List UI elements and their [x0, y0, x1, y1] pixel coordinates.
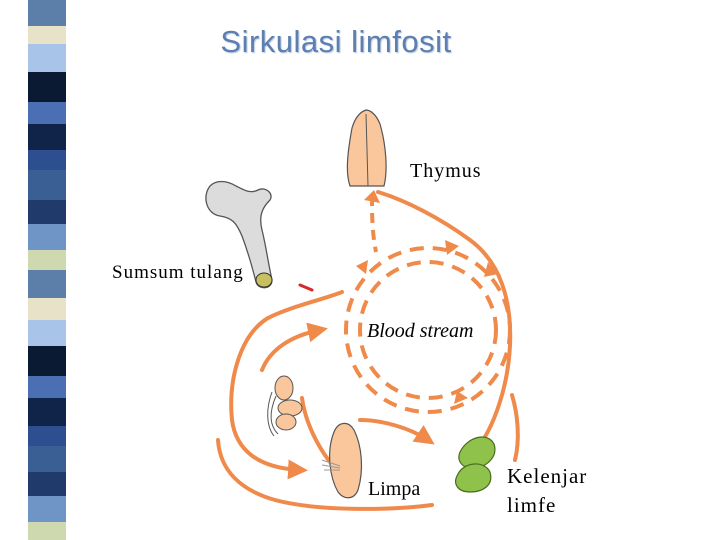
lymph-node-label: Kelenjar limfe	[507, 462, 587, 520]
stripe-block	[28, 44, 66, 72]
bone-marrow-label: Sumsum tulang	[112, 262, 244, 283]
stripe-block	[28, 250, 66, 270]
stripe-block	[28, 26, 66, 44]
stripe-block	[28, 398, 66, 426]
lymph-node-icon	[455, 436, 496, 493]
blood-stream-label: Blood stream	[367, 320, 474, 342]
intestine-icon	[267, 375, 303, 437]
spleen-icon	[321, 422, 363, 499]
blood-stream-arrowheads	[356, 240, 498, 404]
slide-title: Sirkulasi limfosit	[220, 24, 452, 59]
decorative-side-stripe	[28, 0, 66, 540]
stripe-block	[28, 200, 66, 224]
stripe-block	[28, 320, 66, 346]
stripe-block	[28, 102, 66, 124]
spleen-label: Limpa	[368, 478, 421, 500]
stripe-block	[28, 446, 66, 472]
stripe-block	[28, 124, 66, 150]
thymus-to-blood-arrow	[370, 195, 378, 253]
stripe-block	[28, 426, 66, 446]
thymus-label: Thymus	[410, 160, 482, 182]
lymph-node-label-line1: Kelenjar	[507, 464, 588, 488]
bone-marrow-to-blood-arrow	[298, 283, 314, 292]
stripe-block	[28, 522, 66, 540]
stripe-block	[28, 72, 66, 102]
stripe-block	[28, 496, 66, 522]
stripe-block	[28, 298, 66, 320]
stripe-block	[28, 472, 66, 496]
stripe-block	[28, 170, 66, 200]
stripe-block	[28, 0, 66, 26]
stripe-block	[28, 270, 66, 298]
stripe-block	[28, 346, 66, 376]
stripe-block	[28, 224, 66, 250]
thymus-arrowhead	[364, 190, 380, 203]
stripe-block	[28, 150, 66, 170]
bone-icon	[205, 180, 273, 289]
thymus-icon	[346, 109, 387, 187]
stripe-block	[28, 376, 66, 398]
lymph-node-label-line2: limfe	[507, 493, 557, 517]
